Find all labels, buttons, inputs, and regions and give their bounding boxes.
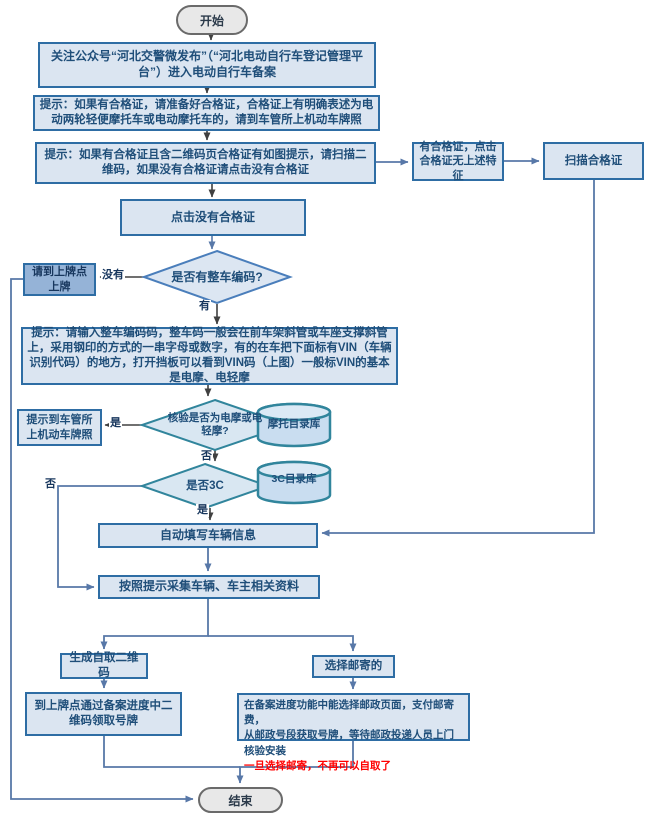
node-tip-vin-input-label: 提示：请输入整车编码码，整车码一般会在前车架斜管或车座支撑斜管上，采用钢印的方式…: [27, 327, 392, 384]
node-scan-certificate-label: 扫描合格证: [564, 154, 623, 167]
node-click-no-certificate-label: 点击没有合格证: [170, 209, 255, 224]
flow-connectors: [10, 32, 595, 803]
node-tip-qrcode-label: 提示：如果有合格证且含二维码页合格证有如图提示，请扫描二维码，如果没有合格证请点…: [44, 149, 367, 176]
node-mail-note: 在备案进度功能中能选择邮政页面，支付邮寄费， 从邮政号段获取号牌，等待邮政投递人…: [237, 693, 470, 772]
edge-label-no: 没有: [101, 269, 125, 282]
decision-has-vin-code-label: 是否有整车编码?: [171, 270, 263, 284]
node-generate-pickup-qr-label: 生成自取二维码: [69, 652, 139, 679]
node-tip-dmv-plate: 提示到车管所上机动车牌照: [17, 409, 102, 446]
node-tip-certificate-label: 提示：如果有合格证，请准备好合格证，合格证上有明确表述为电动两轮轻便摩托车或电动…: [39, 99, 374, 126]
node-collect-info-label: 按照提示采集车辆、车主相关资料: [118, 579, 299, 594]
database-moto-catalog-label: 摩托目录库: [267, 418, 321, 430]
node-generate-pickup-qr: 生成自取二维码: [60, 652, 148, 679]
node-collect-info: 按照提示采集车辆、车主相关资料: [98, 575, 320, 599]
edge-label-fou-3c: 否: [44, 478, 57, 491]
node-mail-note-line2: 从邮政号段获取号牌，等待邮政投递人员上门核验安装: [244, 729, 454, 757]
node-tip-qrcode: 提示：如果有合格证且含二维码页合格证有如图提示，请扫描二维码，如果没有合格证请点…: [35, 142, 376, 184]
database-3c-catalog-shape: [256, 460, 332, 505]
node-pickup-plate: 到上牌点通过备案进度中二维码领取号牌: [25, 692, 182, 736]
node-follow-official-account: 关注公众号“河北交警微发布”（“河北电动自行车登记管理平台”）进入电动自行车备案: [38, 42, 376, 88]
decision-is-emoto-label: 核验是否为电摩或电轻摩?: [167, 412, 263, 438]
database-3c-catalog-label: 3C目录库: [271, 473, 317, 485]
edge-label-shi-emoto: 是: [109, 417, 122, 430]
node-auto-fill-vehicle-info: 自动填写车辆信息: [98, 523, 318, 548]
node-has-cert-no-feature: 有合格证，点击合格证无上述特征: [412, 141, 504, 182]
node-scan-certificate: 扫描合格证: [543, 142, 644, 180]
node-has-cert-no-feature-label: 有合格证，点击合格证无上述特征: [419, 141, 497, 182]
edge-q3c-fou-to-collect: [57, 485, 142, 591]
edge-mailnote-to-end: [236, 741, 354, 784]
edge-pickup-to-merge: [103, 736, 240, 768]
node-end-label: 结束: [228, 793, 253, 808]
database-moto-catalog-shape: [256, 402, 332, 448]
node-tip-dmv-plate-label: 提示到车管所上机动车牌照: [26, 414, 93, 441]
node-auto-fill-vehicle-info-label: 自动填写车辆信息: [159, 527, 256, 542]
node-choose-mail: 选择邮寄的: [312, 655, 395, 678]
node-start-label: 开始: [199, 13, 224, 28]
decision-is-3c-label: 是否3C: [186, 480, 224, 492]
edge-label-fou-emoto: 否: [200, 450, 213, 463]
node-tip-vin-input: 提示：请输入整车编码码，整车码一般会在前车架斜管或车座支撑斜管上，采用钢印的方式…: [21, 327, 398, 385]
node-go-plate-point: 请到上牌点上牌: [23, 263, 96, 296]
node-pickup-plate-label: 到上牌点通过备案进度中二维码领取号牌: [34, 700, 173, 727]
node-follow-official-account-label: 关注公众号“河北交警微发布”（“河北电动自行车登记管理平台”）进入电动自行车备案: [50, 49, 363, 79]
edge-collect-to-choosemail: [208, 635, 357, 652]
node-click-no-certificate: 点击没有合格证: [120, 199, 306, 236]
edge-label-yes: 有: [198, 300, 211, 313]
node-start: 开始: [176, 5, 248, 35]
node-go-plate-point-label: 请到上牌点上牌: [32, 266, 87, 293]
node-mail-note-line1: 在备案进度功能中能选择邮政页面，支付邮寄费，: [244, 699, 454, 727]
edge-collect-to-genqr: [100, 599, 209, 650]
node-choose-mail-label: 选择邮寄的: [324, 660, 383, 673]
node-end: 结束: [198, 787, 283, 813]
decision-has-vin-code-shape: [141, 249, 293, 305]
edge-label-shi-3c: 是: [196, 504, 209, 517]
node-tip-certificate: 提示：如果有合格证，请准备好合格证，合格证上有明确表述为电动两轮轻便摩托车或电动…: [33, 95, 380, 131]
edge-platepoint-to-end: [10, 278, 194, 803]
node-mail-note-warning: 一旦选择邮寄，不再可以自取了: [244, 759, 391, 772]
edge-scancert-to-autofill: [321, 180, 595, 537]
